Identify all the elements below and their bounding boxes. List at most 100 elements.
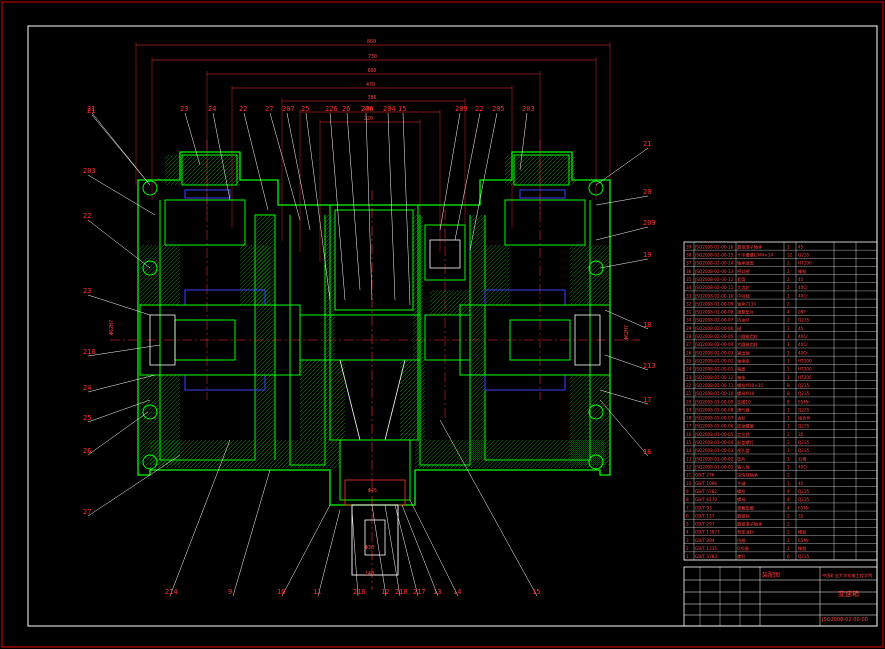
bom-material: 65Mn [798,505,810,510]
bom-material: 橡胶 [798,545,806,552]
bom-material: 橡胶 [798,268,806,275]
bom-qty: 2 [787,530,790,535]
bom-qty: 2 [787,513,790,518]
bom-no: 5 [686,522,689,527]
bom-qty: 12 [787,253,793,258]
bom-qty: 1 [787,334,790,339]
bom-material: 40Cr [798,334,808,339]
svg-text:Φ30: Φ30 [365,545,374,551]
bom-qty: 2 [787,285,790,290]
bom-code: JSQ2008-02-00-10 [694,293,734,298]
bom-qty: 2 [787,277,790,282]
bom-no: 34 [686,285,692,290]
top-dimension: 386 [368,95,377,101]
bom-qty: 4 [787,489,790,494]
bom-no: 24 [686,367,692,372]
callout-label: 19 [643,251,651,259]
bom-material: 08F [798,310,806,315]
callout-label: 216 [353,588,366,596]
callout-label: 209 [643,219,656,227]
callout-label: 22 [475,105,483,113]
bom-name: 深沟球轴承 [737,472,759,479]
bom-name: 视孔盖 [737,447,750,454]
bom-material: 65Mn [798,538,810,543]
bom-qty: 1 [787,407,790,412]
callout-label: 21 [87,107,95,115]
bom-material: HT200 [798,359,812,364]
callout-label: 21 [643,140,651,148]
bom-qty: 1 [787,465,790,470]
bom-name: 垫片 [737,455,745,462]
bom-code: JSQ2008-02-00-12 [694,277,734,282]
callout-label: 20 [643,188,651,196]
bom-no: 7 [686,505,689,510]
bom-material: 35 [798,513,804,518]
bom-name: 轴承7210 [737,300,756,307]
bom-material: 40Cr [798,342,808,347]
callout-label: 17 [643,396,651,404]
bom-qty: 1 [787,350,790,355]
bom-name: 大齿轮 [737,284,750,291]
bom-name: 输出轴 [737,349,750,356]
svg-text:Φ45: Φ45 [368,488,377,494]
svg-text:140: 140 [365,571,374,577]
bom-name: 螺母M10 [737,390,755,397]
bom-name: 螺钉 [737,553,746,560]
callout-label: 203 [83,167,96,175]
bom-material: Q235 [798,383,810,388]
bom-material: Q235 [798,253,810,258]
inline-dims: Φ62H7 Φ62H7 Φ45 Φ30 140 [109,320,630,577]
bom-no: 19 [686,407,692,412]
bom-no: 16 [686,432,692,437]
bom-qty: 2 [787,440,790,445]
bom-material: 橡胶 [798,529,806,536]
bom-code: JSQ2008-02-00-03 [694,350,734,355]
bom-material: HT200 [798,375,812,380]
bom-material: Q235 [798,554,810,559]
bom-qty: 2 [787,473,790,478]
bom-qty: 2 [787,269,790,274]
bom-qty: 8 [787,399,790,404]
bom-code: JSQ2008-02-00-06 [694,326,734,331]
bom-name: 挡圈 [737,537,745,544]
bom-name: 起盖螺钉 [737,439,755,446]
gearbox-housing [110,140,640,590]
bom-code: JSQ2008-01-00-07 [694,416,734,421]
bom-material: 40Cr [798,285,808,290]
bom-code: GB/T 297 [695,522,715,527]
bom-name: 圆锥销 [737,512,750,519]
bom-material: Q235 [798,448,810,453]
bom-material: HT200 [798,367,812,372]
bom-material: Q235 [798,391,810,396]
bom-material: Q235 [798,489,810,494]
svg-text:Φ62H7: Φ62H7 [624,325,630,340]
callout-label: 10 [277,588,285,596]
callout-label: 217 [413,588,426,596]
bom-qty: 1 [787,359,790,364]
bom-material: Q235 [798,318,810,323]
bom-qty: 4 [787,310,790,315]
bom-code: GB/T 894 [695,538,715,543]
bom-name: 小圆锥齿轮 [737,333,759,340]
bom-qty: 1 [787,367,790,372]
bom-code: GB/T 1235 [695,546,717,551]
bom-name: 调整垫片 [737,309,754,316]
bom-no: 2 [686,546,689,551]
bom-name: 挡油环 [737,317,750,324]
bom-qty: 1 [787,342,790,347]
bom-qty: 4 [787,505,790,510]
bom-name: 通气器 [737,406,750,413]
bom-no: 29 [686,326,692,331]
